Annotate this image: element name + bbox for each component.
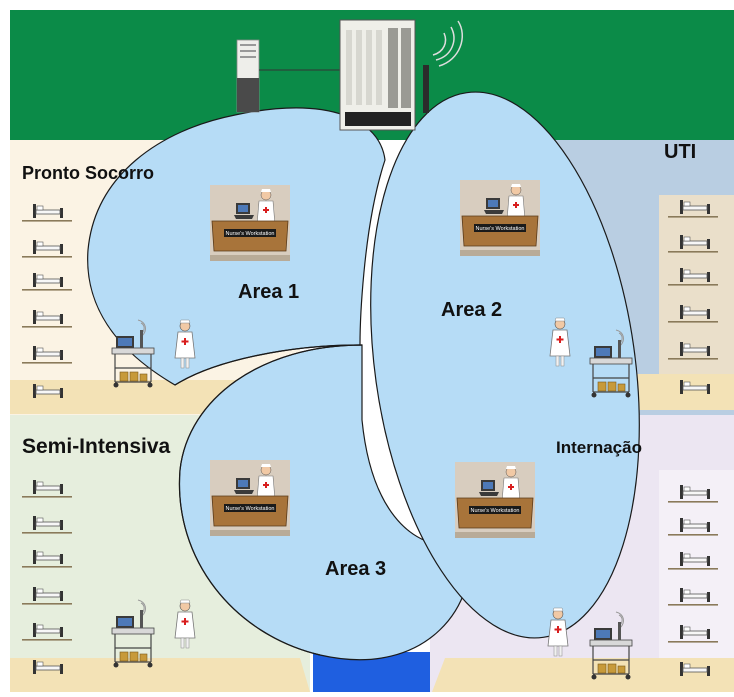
floor-internacao [432,658,734,692]
zone-label-pronto-socorro: Pronto Socorro [22,163,154,183]
modem-tower-icon [236,39,260,113]
area-label-2: Area 2 [441,299,502,321]
zone-label-semi-intensiva: Semi-Intensiva [22,435,171,458]
nurse-workstation-icon: Nurse's Workstation [209,184,291,262]
nurse-workstation-icon: Nurse's Workstation [459,179,541,257]
zone-label-uti: UTI [664,141,696,163]
floor-semi [10,658,310,692]
workstation-sign: Nurse's Workstation [226,506,275,512]
zone-label-internacao: Internação [556,438,642,457]
workstation-sign: Nurse's Workstation [471,508,520,514]
area-label-3: Area 3 [325,558,386,580]
server-rack-icon [339,19,416,131]
workstation-sign: Nurse's Workstation [476,226,525,232]
area-1-boundary [174,344,361,386]
area-label-1: Area 1 [238,281,299,303]
nurse-workstation-icon: Nurse's Workstation [209,459,291,537]
internacao-wall [659,470,734,658]
nurse-workstation-icon: Nurse's Workstation [454,461,536,539]
workstation-sign: Nurse's Workstation [226,231,275,237]
coverage-area-2 [370,91,640,639]
wireless-antenna-icon [423,20,463,113]
area-3-boundary [178,344,363,656]
